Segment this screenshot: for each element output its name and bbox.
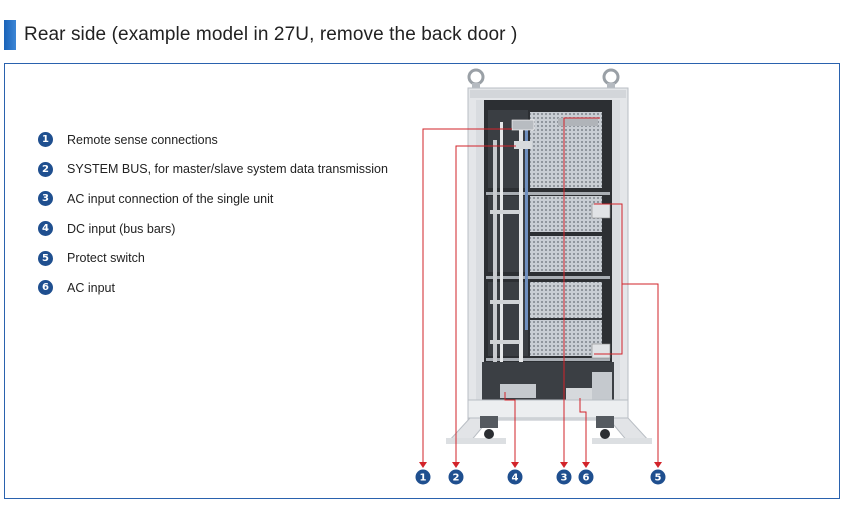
caster-right xyxy=(596,416,614,439)
legend-item-dc-input: 4 DC input (bus bars) xyxy=(38,214,388,244)
legend-number-badge: 6 xyxy=(38,280,53,296)
protect-switch-lower xyxy=(591,343,611,359)
marker-4-label: 4 xyxy=(512,473,519,484)
page-title: Rear side (example model in 27U, remove … xyxy=(24,24,518,45)
legend-label: AC input connection of the single unit xyxy=(67,191,274,206)
legend-number-badge: 3 xyxy=(38,191,53,207)
legend-label: Remote sense connections xyxy=(67,132,218,147)
power-module-1 xyxy=(530,112,602,188)
marker-2: 2 xyxy=(448,469,464,485)
legend-item-system-bus: 2 SYSTEM BUS, for master/slave system da… xyxy=(38,155,388,185)
marker-3: 3 xyxy=(556,469,572,485)
page-header: Rear side (example model in 27U, remove … xyxy=(4,20,517,50)
callout-line-5 xyxy=(622,283,659,466)
callout-line-4 xyxy=(504,392,516,466)
callout-line-6 xyxy=(579,398,587,466)
diagram-panel xyxy=(4,63,840,499)
legend-label: Protect switch xyxy=(67,251,145,266)
marker-2-label: 2 xyxy=(453,473,460,484)
lifting-eye-left xyxy=(467,68,485,89)
ac-input-connector xyxy=(558,118,598,126)
legend-item-remote-sense: 1 Remote sense connections xyxy=(38,125,388,155)
legend-label: SYSTEM BUS, for master/slave system data… xyxy=(67,162,388,177)
legend-list: 1 Remote sense connections 2 SYSTEM BUS,… xyxy=(38,125,388,303)
ac-input-terminal xyxy=(566,388,594,400)
caster-left xyxy=(480,416,498,439)
legend-label: DC input (bus bars) xyxy=(67,221,176,236)
marker-5: 5 xyxy=(650,469,666,485)
callout-line-3 xyxy=(563,117,600,466)
callout-line-2 xyxy=(455,145,516,466)
cable-harness xyxy=(490,122,528,378)
marker-1: 1 xyxy=(415,469,431,485)
callout-bracket-5 xyxy=(594,203,623,355)
marker-5-label: 5 xyxy=(655,473,662,484)
protect-switch-upper xyxy=(591,203,611,219)
power-module-3 xyxy=(530,282,602,356)
dc-input-bus-bars xyxy=(500,384,536,398)
callout-line-1 xyxy=(422,128,512,466)
legend-item-ac-input: 6 AC input xyxy=(38,273,388,303)
legend-number-badge: 5 xyxy=(38,250,53,266)
remote-sense-connector xyxy=(511,119,535,131)
lifting-eye-right xyxy=(602,68,620,89)
title-accent-bar xyxy=(4,20,16,50)
marker-6: 6 xyxy=(578,469,594,485)
legend-number-badge: 1 xyxy=(38,132,53,148)
legend-label: AC input xyxy=(67,280,115,295)
legend-item-ac-input-connection: 3 AC input connection of the single unit xyxy=(38,184,388,214)
rack-cabinet xyxy=(446,68,652,444)
marker-1-label: 1 xyxy=(420,473,427,484)
callout-lines xyxy=(422,117,659,466)
legend-number-badge: 4 xyxy=(38,221,53,237)
power-module-2 xyxy=(530,196,602,272)
system-bus-connector xyxy=(514,141,532,149)
marker-6-label: 6 xyxy=(583,473,590,484)
legend-number-badge: 2 xyxy=(38,161,53,177)
callout-arrowheads xyxy=(419,462,662,468)
marker-4: 4 xyxy=(507,469,523,485)
marker-3-label: 3 xyxy=(561,473,568,484)
legend-item-protect-switch: 5 Protect switch xyxy=(38,243,388,273)
